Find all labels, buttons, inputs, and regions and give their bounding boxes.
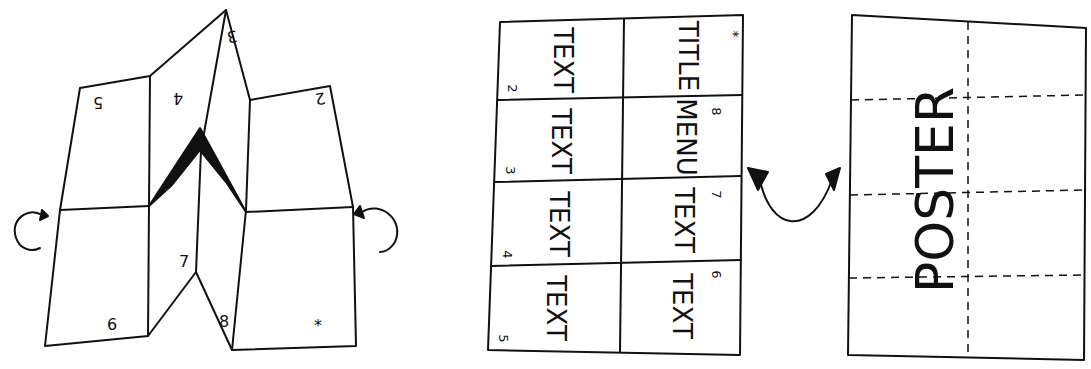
rotate-arrow xyxy=(15,212,42,250)
page-number: 2 xyxy=(506,84,519,92)
grid-line xyxy=(495,176,741,182)
arrowhead xyxy=(748,168,768,190)
page-number: 3 xyxy=(226,27,239,45)
page-number: 5 xyxy=(497,334,510,342)
arrowhead xyxy=(354,206,364,218)
cell-text: TEXT xyxy=(543,275,569,341)
grid-outline xyxy=(488,15,743,355)
fold-line xyxy=(851,95,1085,100)
grid-line xyxy=(620,19,624,352)
rotate-arrow xyxy=(362,208,397,252)
poster-title: POSTER xyxy=(909,87,961,293)
page-number: 5 xyxy=(93,94,103,110)
poster-outline xyxy=(848,15,1086,360)
cell-text: MENU xyxy=(673,98,699,175)
cell-text: TEXT xyxy=(669,273,695,339)
cell-text: TITLE xyxy=(675,21,701,91)
zine-shade xyxy=(149,128,246,212)
page-number: 4 xyxy=(173,90,183,106)
page-number: * xyxy=(314,318,322,334)
fold-line xyxy=(967,22,969,356)
page-number: 7 xyxy=(710,190,723,198)
arrowhead xyxy=(40,210,48,220)
zine-fold xyxy=(60,206,149,210)
page-number: 4 xyxy=(501,250,514,258)
page-number: 3 xyxy=(504,166,517,174)
zine-fold xyxy=(246,207,353,212)
page-number: 8 xyxy=(219,314,229,330)
cell-text: TEXT xyxy=(546,191,572,257)
zine-fold xyxy=(232,100,250,350)
zine-outline xyxy=(45,10,356,350)
cell-text: TEXT xyxy=(550,27,576,93)
page-number: 6 xyxy=(710,270,723,278)
page-number: 8 xyxy=(710,107,723,115)
page-number: * xyxy=(726,31,740,38)
grid-line xyxy=(492,260,741,266)
fold-line xyxy=(849,275,1084,278)
grid-line xyxy=(498,95,742,100)
cell-text: TEXT xyxy=(671,187,697,253)
page-number: 2 xyxy=(314,89,327,107)
flip-arrow xyxy=(760,180,832,221)
page-number: 6 xyxy=(107,317,117,333)
page-number: 7 xyxy=(179,254,189,270)
cell-text: TEXT xyxy=(548,108,574,174)
arrowhead xyxy=(826,168,840,190)
fold-line xyxy=(850,190,1085,195)
